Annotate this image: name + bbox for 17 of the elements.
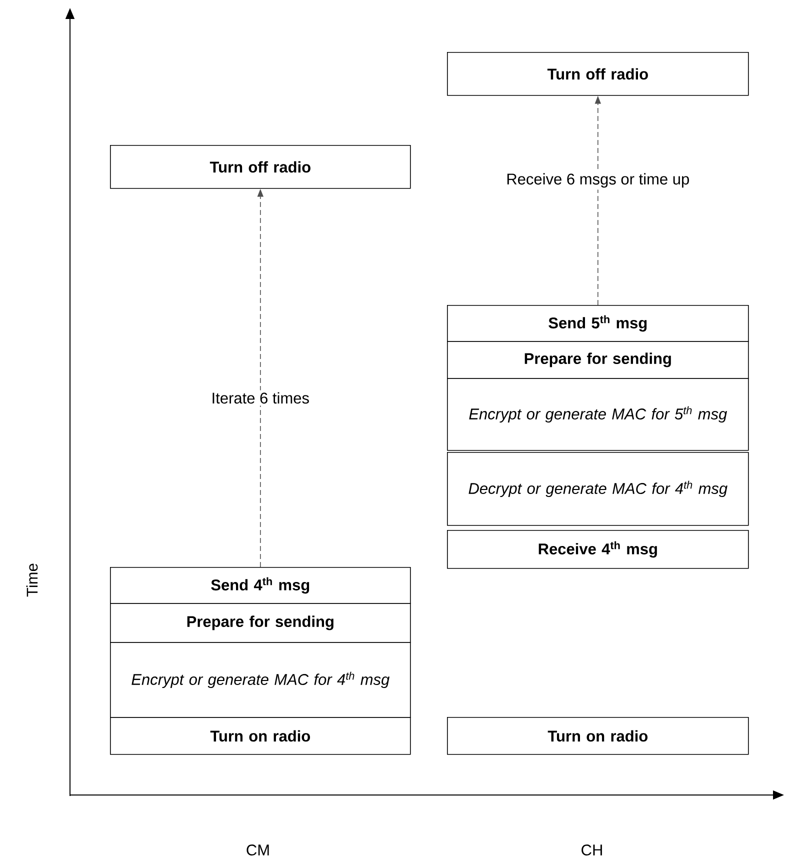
process-box: Send 4$^{th}$ msg	[110, 567, 411, 604]
axis-label: Time	[26, 564, 38, 597]
column-label: CM	[246, 844, 269, 856]
process-box: Encrypt or generate MAC for 4$^{th}$ msg	[110, 642, 411, 718]
column-label: CH	[582, 844, 602, 856]
process-box: Decrypt or generate MAC for 4$^{th}$ msg	[447, 452, 749, 526]
process-box: Turn off radio	[447, 52, 749, 96]
process-box: Prepare for sending	[447, 341, 749, 379]
process-box: Prepare for sending	[110, 603, 411, 643]
process-box: Turn off radio	[110, 145, 411, 189]
process-box: Encrypt or generate MAC for 5$^{th}$ msg	[447, 378, 749, 451]
process-box: Turn on radio	[110, 717, 411, 755]
process-box: Turn on radio	[447, 717, 749, 755]
edge-label: Iterate 6 times	[209, 390, 312, 406]
process-box: Receive 4$^{th}$ msg	[447, 530, 749, 569]
process-box: Send 5$^{th}$ msg	[447, 305, 749, 342]
edge-label: Receive 6 msgs or time up	[504, 171, 692, 190]
